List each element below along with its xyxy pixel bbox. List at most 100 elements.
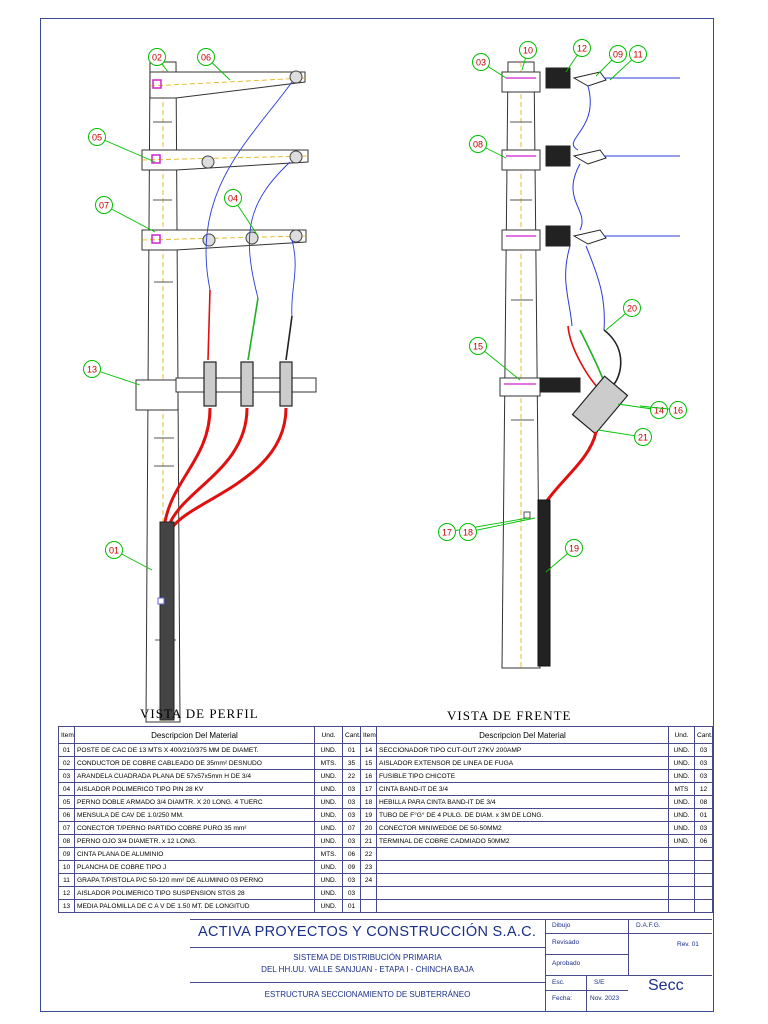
callout-label: 03 [476, 58, 486, 68]
item-description: CINTA PLANA DE ALUMINIO [74, 847, 315, 861]
item-number: 14 [360, 743, 377, 757]
callout-right-3: 09 [595, 45, 627, 77]
callout-leader [477, 345, 521, 381]
callout-circle [650, 401, 668, 419]
callout-right-5: 08 [469, 135, 507, 159]
item-description: TERMINAL DE COBRE CADMIADO 50MM2 [376, 834, 669, 848]
project-line-2: DEL HH.UU. VALLE SANJUAN - ETAPA I - CHI… [261, 965, 474, 974]
callout-circle [148, 48, 166, 66]
table-row: 08 PERNO OJO 3/4 DIAMETR. x 12 LONG.UND.… [58, 834, 713, 848]
item-unit: UND. [314, 860, 343, 874]
callout-leader [96, 136, 156, 163]
company-name: ACTIVA PROYECTOS Y CONSTRUCCIÓN S.A.C. [198, 924, 537, 940]
callout-circle [472, 53, 490, 71]
callout-circle [469, 337, 487, 355]
mensula-top [149, 71, 306, 99]
view-title-perfil: VISTA DE PERFIL [140, 706, 259, 721]
callout-circle [95, 196, 113, 214]
callout-circle [438, 523, 456, 541]
callout-left-0: 02 [148, 48, 169, 73]
item-quantity: 01 [342, 743, 361, 757]
revisado-label: Revisado [552, 939, 580, 946]
item-description: CONECTOR T/PERNO PARTIDO COBRE PURO 35 m… [74, 821, 315, 835]
callout-label: 10 [523, 46, 533, 56]
item-number: 03 [58, 769, 75, 783]
callout-label: 14 [654, 406, 664, 416]
view-title-frente: VISTA DE FRENTE [447, 708, 572, 723]
item-quantity: 03 [342, 808, 361, 822]
callout-label: 01 [109, 546, 119, 556]
header-desc: Descripcion Del Material [74, 726, 315, 744]
item-quantity [694, 860, 713, 874]
callout-label: 20 [627, 304, 637, 314]
project-line-1: SISTEMA DE DISTRIBUCIÓN PRIMARIA [293, 953, 442, 962]
item-number: 09 [58, 847, 75, 861]
callout-right-0: 03 [472, 53, 507, 79]
conduit-left [159, 521, 175, 721]
callout-label: 09 [613, 50, 623, 60]
item-description: PERNO DOBLE ARMADO 3/4 DIAMTR. X 20 LONG… [74, 795, 315, 809]
item-unit: UND. [314, 873, 343, 887]
callout-circle [459, 523, 477, 541]
esc-value: S/E [594, 979, 605, 986]
callout-circle [634, 428, 652, 446]
item-unit: UND. [314, 782, 343, 796]
item-quantity: 03 [694, 769, 713, 783]
item-number: 05 [58, 795, 75, 809]
item-quantity: 03 [694, 756, 713, 770]
callout-label: 15 [473, 342, 483, 352]
item-quantity: 07 [342, 821, 361, 835]
header-item: Item [58, 726, 75, 744]
callout-circle [669, 401, 687, 419]
item-number: 02 [58, 756, 75, 770]
drawing-frame [40, 18, 714, 1012]
item-number: 15 [360, 756, 377, 770]
item-description: POSTE DE CAC DE 13 MTS X 400/210/375 MM … [74, 743, 315, 757]
item-unit: MTS [668, 782, 695, 796]
item-number: 06 [58, 808, 75, 822]
item-unit: UND. [314, 899, 343, 913]
revision: Rev. 01 [677, 941, 699, 948]
item-number: 04 [58, 782, 75, 796]
item-unit: UND. [314, 743, 343, 757]
callout-left-5: 13 [83, 360, 141, 386]
item-quantity: 22 [342, 769, 361, 783]
item-number: 07 [58, 821, 75, 835]
item-unit [668, 886, 695, 900]
callout-circle [224, 189, 242, 207]
item-number: 10 [58, 860, 75, 874]
item-description: MEDIA PALOMILLA DE C A V DE 1.50 MT. DE … [74, 899, 315, 913]
callout-circle [197, 48, 215, 66]
item-description: TUBO DE F°G° DE 4 PULG. DE DIAM. x 3M DE… [376, 808, 669, 822]
item-description [376, 886, 669, 900]
item-number: 21 [360, 834, 377, 848]
item-description: AISLADOR POLIMERICO TIPO SUSPENSION STGS… [74, 886, 315, 900]
dibujo-label: Dibujo [552, 922, 571, 929]
callout-circle [88, 128, 106, 146]
item-description [376, 847, 669, 861]
callout-circle [573, 39, 591, 57]
callout-label: 08 [473, 140, 483, 150]
item-number: 22 [360, 847, 377, 861]
drawing-title: ESTRUCTURA SECCIONAMIENTO DE SUBTERRÁNEO [264, 990, 471, 999]
item-number: 08 [58, 834, 75, 848]
callout-right-4: 11 [609, 45, 647, 81]
item-number [360, 886, 377, 900]
item-unit [668, 847, 695, 861]
dibujo-value: D.A.F.G. [636, 922, 661, 929]
callout-right-12: 18 [459, 517, 536, 541]
header-cant: Cant. [342, 726, 361, 744]
callout-label: 16 [673, 406, 683, 416]
item-description [376, 899, 669, 913]
callout-left-3: 07 [95, 196, 156, 233]
table-row: 01 POSTE DE CAC DE 13 MTS X 400/210/375 M… [58, 743, 713, 757]
